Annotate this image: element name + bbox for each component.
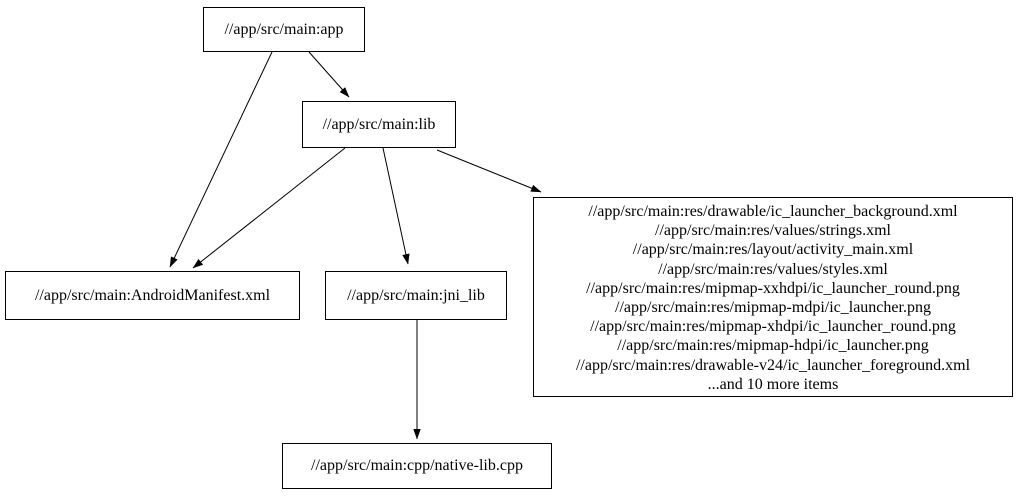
edge-app-to-manifest bbox=[169, 51, 273, 268]
resource-item: //app/src/main:res/mipmap-xxhdpi/ic_laun… bbox=[586, 279, 960, 297]
graph-node-lib-label: //app/src/main:lib bbox=[322, 115, 436, 133]
edge-app-to-lib bbox=[308, 51, 350, 98]
graph-node-resources-group: //app/src/main:res/drawable/ic_launcher_… bbox=[533, 197, 1013, 397]
resource-item: //app/src/main:res/drawable/ic_launcher_… bbox=[588, 203, 958, 220]
edge-lib-to-jni_lib bbox=[382, 147, 410, 265]
graph-node-app: //app/src/main:app bbox=[203, 7, 365, 52]
graph-node-native-lib-cpp-label: //app/src/main:cpp/native-lib.cpp bbox=[311, 457, 523, 474]
graph-node-jni-lib-label: //app/src/main:jni_lib bbox=[347, 286, 485, 304]
graph-node-android-manifest-label: //app/src/main:AndroidManifest.xml bbox=[34, 286, 271, 304]
resource-item: //app/src/main:res/values/styles.xml bbox=[658, 260, 888, 278]
graph-node-android-manifest: //app/src/main:AndroidManifest.xml bbox=[5, 271, 300, 320]
resource-item: //app/src/main:res/drawable-v24/ic_launc… bbox=[575, 356, 971, 374]
resource-item: //app/src/main:res/values/strings.xml bbox=[655, 222, 891, 240]
resource-item: //app/src/main:res/layout/activity_main.… bbox=[632, 241, 914, 259]
resource-more-items: ...and 10 more items bbox=[707, 375, 839, 393]
edge-lib-to-manifest bbox=[192, 147, 346, 269]
edge-lib-to-resources bbox=[436, 149, 542, 193]
graph-node-lib: //app/src/main:lib bbox=[302, 101, 456, 148]
resource-item: //app/src/main:res/mipmap-mdpi/ic_launch… bbox=[615, 299, 931, 317]
resource-item: //app/src/main:res/mipmap-hdpi/ic_launch… bbox=[617, 337, 929, 355]
graph-node-native-lib-cpp: //app/src/main:cpp/native-lib.cpp bbox=[282, 443, 552, 489]
graph-node-jni-lib: //app/src/main:jni_lib bbox=[325, 271, 507, 320]
resource-item: //app/src/main:res/mipmap-xhdpi/ic_launc… bbox=[590, 318, 956, 336]
graph-node-app-label: //app/src/main:app bbox=[224, 20, 344, 38]
